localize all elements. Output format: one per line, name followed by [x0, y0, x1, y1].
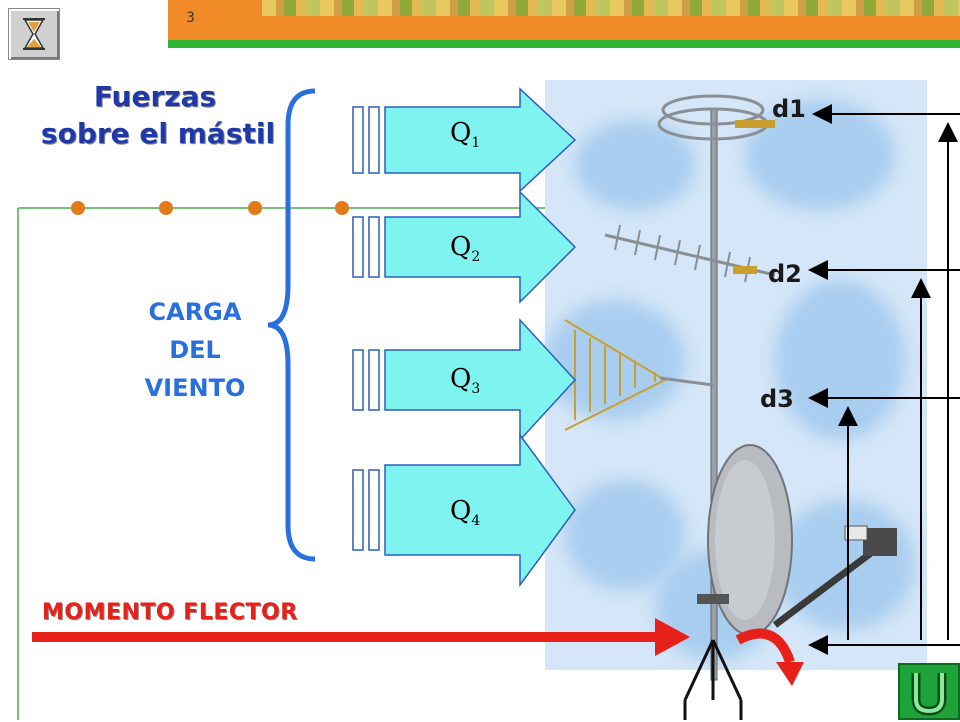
force-arrow-q4 — [384, 432, 576, 588]
distance-label-d3: d3 — [760, 385, 794, 413]
header-green-line — [168, 40, 960, 48]
force-label-q3: Q3 — [450, 364, 481, 398]
bending-moment-arrows — [32, 618, 804, 686]
title-line-2: sobre el mástil — [40, 117, 276, 150]
bullet-dot — [335, 201, 349, 215]
distance-label-d2: d2 — [768, 260, 802, 288]
force-arrow-q2 — [384, 190, 577, 304]
return-u-icon — [911, 673, 947, 716]
bullet-dot — [248, 201, 262, 215]
force-arrows — [352, 87, 577, 588]
hourglass-icon — [23, 18, 45, 50]
force-arrow-q1 — [384, 87, 577, 193]
bullet-dot — [71, 201, 85, 215]
bending-moment-label: MOMENTO FLECTOR — [42, 600, 298, 625]
slide-number: 3 — [186, 10, 195, 26]
wind-load-label: CARGA DEL VIENTO — [120, 293, 270, 407]
force-arrow-q3 — [384, 318, 577, 442]
title-line-1: Fuerzas — [93, 80, 217, 113]
return-button[interactable] — [898, 663, 960, 720]
header-flower-strip — [262, 0, 960, 16]
wind-load-brace — [267, 88, 316, 562]
hourglass-button[interactable] — [8, 8, 60, 60]
distance-label-d1: d1 — [772, 95, 806, 123]
wind-load-line-1: CARGA — [148, 298, 242, 326]
wind-load-line-2: DEL — [169, 336, 221, 364]
force-label-q4: Q4 — [450, 496, 481, 530]
force-label-q2: Q2 — [450, 232, 481, 266]
antenna-mast-illustration — [564, 94, 897, 720]
force-label-q1: Q1 — [450, 118, 481, 152]
bullet-dot — [159, 201, 173, 215]
wind-load-line-3: VIENTO — [144, 374, 246, 402]
